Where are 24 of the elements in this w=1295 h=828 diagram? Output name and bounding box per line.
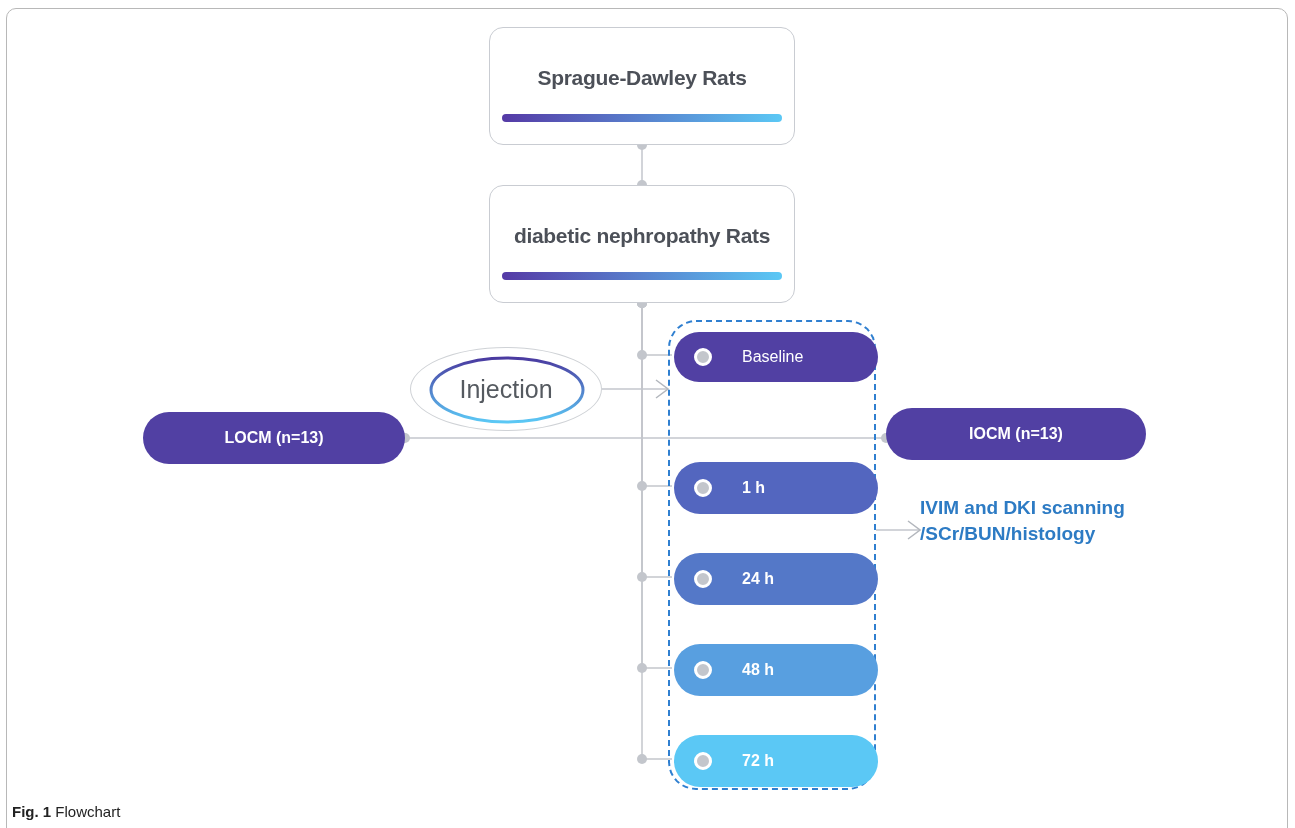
figure-caption: Fig. 1 Flowchart (12, 803, 121, 820)
box-title: diabetic nephropathy Rats (513, 223, 771, 250)
pill-label: Baseline (742, 348, 804, 366)
timepoint-pill (674, 553, 878, 605)
group-pill (143, 412, 405, 464)
outcome-text: IVIM and DKI scanning /SCr/BUN/histology (920, 495, 1180, 549)
dashed-group-box (668, 320, 876, 790)
box-title: Sprague-Dawley Rats (537, 65, 747, 92)
timepoint-pill (674, 644, 878, 696)
pill-label: IOCM (n=13) (969, 425, 1063, 443)
arrow (875, 520, 921, 540)
pill-label: 24 h (742, 570, 774, 588)
pill-label: 1 h (742, 479, 766, 497)
timepoint-pill (674, 735, 878, 787)
process-box (489, 27, 795, 145)
process-box (489, 185, 795, 303)
timepoint-pill (674, 332, 878, 382)
pill-label: 72 h (742, 752, 774, 770)
oval-label: Injection (459, 374, 553, 404)
pill-label: 48 h (742, 661, 774, 679)
arrow (601, 379, 669, 399)
pill-label: LOCM (n=13) (224, 429, 324, 447)
timepoint-pill (674, 462, 878, 514)
group-pill (886, 408, 1146, 460)
